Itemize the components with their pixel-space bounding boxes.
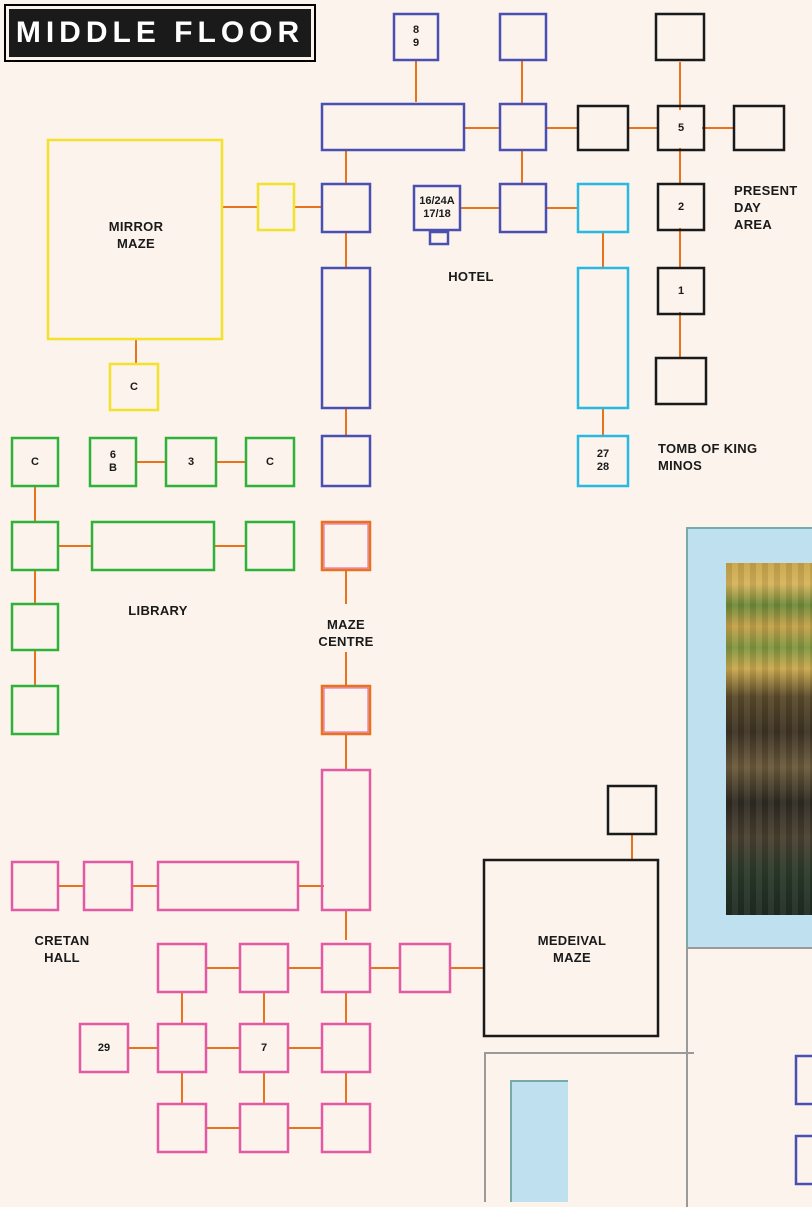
hotel-rooms <box>322 14 546 486</box>
mirror-maze-rooms <box>48 140 294 410</box>
room-present-bottom <box>656 358 706 404</box>
room-hotel-annex <box>430 232 448 244</box>
room-label-16-24a-17-18: 16/24A 17/18 <box>414 186 460 230</box>
room-label-c-library-right: C <box>246 438 294 486</box>
room-present-top <box>656 14 704 60</box>
room-mirror-link <box>258 184 294 230</box>
room-hotel-junction <box>322 184 370 232</box>
room-cretan-r3c2 <box>240 1104 288 1152</box>
room-cretan-r2c3 <box>322 1024 370 1072</box>
room-tomb-entrance <box>578 184 628 232</box>
medieval-maze-rooms <box>484 786 658 1036</box>
room-label-1: 1 <box>658 268 704 314</box>
room-cretan-r1c3 <box>322 944 370 992</box>
room-library-east <box>246 522 294 570</box>
label-maze-centre: MAZE CENTRE <box>318 616 374 650</box>
room-cretan-r1c1 <box>158 944 206 992</box>
room-label-7: 7 <box>240 1024 288 1072</box>
room-hotel-hall <box>322 104 464 150</box>
room-label-5: 5 <box>658 106 704 150</box>
room-hotel-upper <box>500 104 546 150</box>
label-tomb-of-king-minos: TOMB OF KING MINOS <box>658 440 788 474</box>
room-label-6-b: 6 B <box>90 438 136 486</box>
room-cretan-r1c2 <box>240 944 288 992</box>
room-tomb-corridor <box>578 268 628 408</box>
partial-rooms-right <box>796 1056 812 1184</box>
room-label-8-9: 8 9 <box>394 14 438 60</box>
room-library-west <box>12 522 58 570</box>
room-maze-centre-bottom <box>322 686 370 734</box>
room-medieval-annex <box>608 786 656 834</box>
room-library-hall <box>92 522 214 570</box>
page-title-box: MIDDLE FLOOR <box>4 4 316 62</box>
room-label-27-28: 27 28 <box>578 436 628 486</box>
room-cretan-corridor <box>322 770 370 910</box>
room-cretan-w1 <box>12 862 58 910</box>
label-mirror-maze: MIRROR MAZE <box>100 218 172 252</box>
room-present-east <box>734 106 784 150</box>
room-library-lower <box>12 604 58 650</box>
room-hotel-top <box>500 14 546 60</box>
label-hotel: HOTEL <box>436 268 506 285</box>
label-present-day-area: PRESENT DAY AREA <box>734 182 812 233</box>
room-label-3: 3 <box>166 438 216 486</box>
room-library-bottom <box>12 686 58 734</box>
room-cretan-r2c1 <box>158 1024 206 1072</box>
room-cretan-link <box>400 944 450 992</box>
label-library: LIBRARY <box>116 602 200 619</box>
room-cretan-w2 <box>84 862 132 910</box>
room-label-29: 29 <box>80 1024 128 1072</box>
room-hotel-east <box>500 184 546 232</box>
page-title: MIDDLE FLOOR <box>16 16 304 50</box>
room-cretan-r3c3 <box>322 1104 370 1152</box>
room-maze-centre-top <box>322 522 370 570</box>
label-cretan-hall: CRETAN HALL <box>32 932 92 966</box>
room-label-c-library-left: C <box>12 438 58 486</box>
room-cretan-r3c1 <box>158 1104 206 1152</box>
room-hotel-bottom <box>322 436 370 486</box>
room-hotel-corridor <box>322 268 370 408</box>
room-present-west <box>578 106 628 150</box>
room-cretan-hall <box>158 862 298 910</box>
room-label-c-mirror: C <box>110 364 158 410</box>
label-medieval-maze: MEDEIVAL MAZE <box>522 932 622 966</box>
room-label-2: 2 <box>658 184 704 230</box>
